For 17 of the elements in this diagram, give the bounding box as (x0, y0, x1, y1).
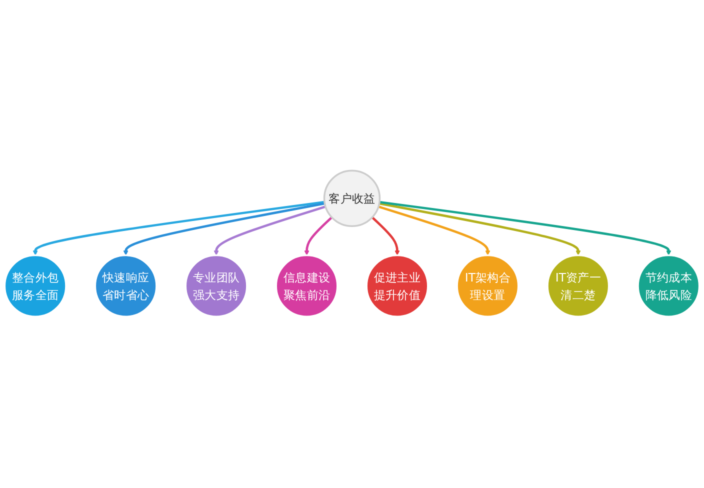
arrow (214, 206, 326, 256)
arrow (32, 201, 325, 256)
arrow (123, 202, 325, 256)
node-circle: 节约成本降低风险 (637, 254, 700, 318)
arrow (379, 202, 581, 256)
arrow (378, 206, 490, 256)
arrow (371, 216, 400, 256)
node-circle: 整合外包服务全面 (4, 254, 67, 318)
arrow (304, 216, 333, 256)
node-circle: 客户收益 (323, 170, 381, 228)
node-circle: 促进主业提升价值 (366, 254, 429, 318)
node-circle: 专业团队强大支持 (184, 254, 248, 318)
arrow (379, 201, 672, 256)
node-circle: 快速响应省时省心 (94, 254, 158, 318)
node-circle: 信息建设聚焦前沿 (275, 254, 338, 318)
node-circle: IT资产一清二楚 (546, 254, 610, 318)
node-circle: IT架构合理设置 (456, 254, 520, 318)
